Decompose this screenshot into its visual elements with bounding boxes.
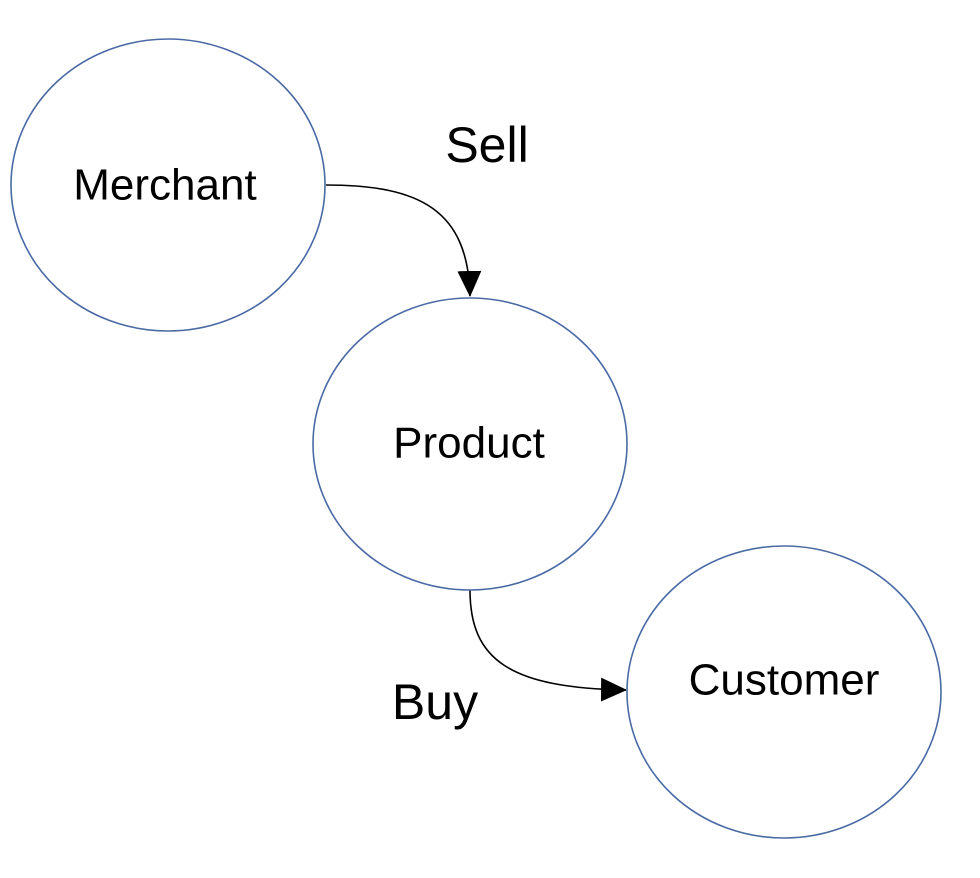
edge-sell: Sell xyxy=(325,117,529,297)
sell-label: Sell xyxy=(445,117,528,173)
sell-arrow xyxy=(325,184,482,297)
customer-label: Customer xyxy=(689,656,880,705)
product-label: Product xyxy=(393,419,545,468)
product-ellipse xyxy=(312,297,628,591)
node-product: Product xyxy=(312,297,628,591)
buy-label: Buy xyxy=(392,674,478,730)
merchant-label: Merchant xyxy=(73,161,256,210)
customer-ellipse xyxy=(626,545,942,839)
edge-buy: Buy xyxy=(392,589,627,730)
buy-arrow xyxy=(469,589,627,702)
node-merchant: Merchant xyxy=(10,38,326,332)
node-customer: Customer xyxy=(626,545,942,839)
merchant-ellipse xyxy=(10,38,326,332)
